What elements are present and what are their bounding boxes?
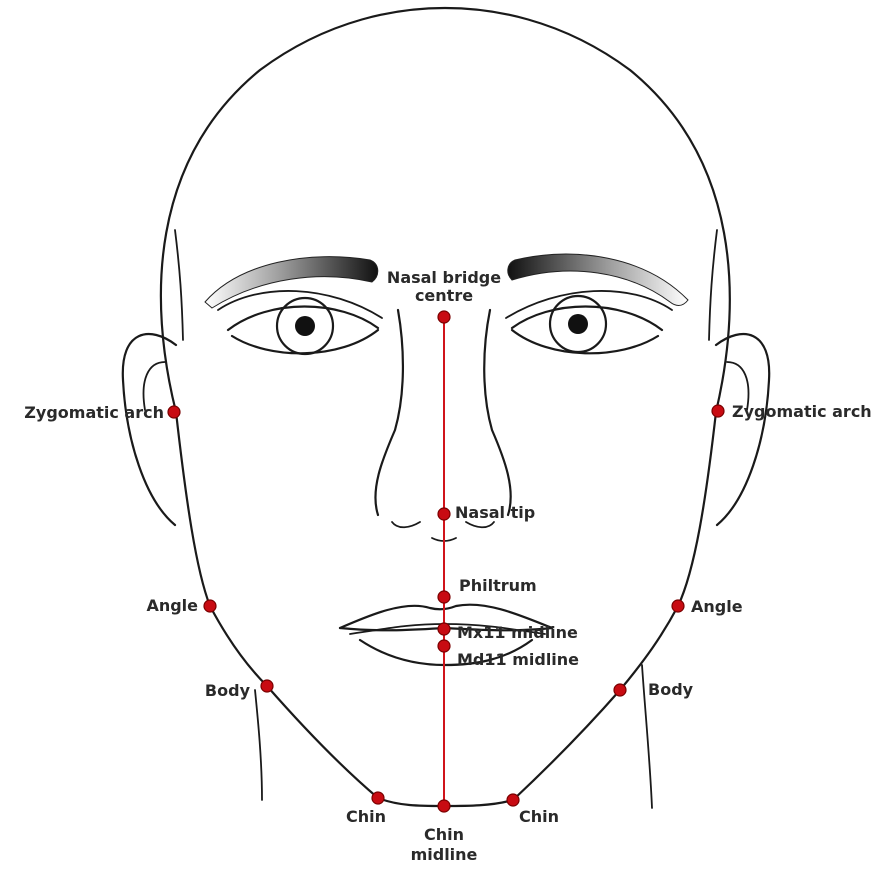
label-chin-right: Chin	[519, 807, 559, 826]
left-upper-lid-crease	[218, 291, 382, 318]
nostril-left	[392, 522, 420, 527]
landmark-md11-midline	[438, 640, 450, 652]
head-outline	[161, 8, 730, 412]
label-body-left: Body	[205, 681, 251, 700]
right-temple-line	[709, 230, 717, 340]
right-eyebrow	[508, 254, 688, 305]
right-eye-lower	[512, 330, 658, 353]
right-upper-lid-crease	[506, 291, 672, 318]
label-nasal-bridge-line2: centre	[415, 286, 473, 305]
landmark-angle-right	[672, 600, 684, 612]
landmark-angle-left	[204, 600, 216, 612]
landmark-zygomatic-arch-left	[168, 406, 180, 418]
landmark-chin-left	[372, 792, 384, 804]
label-body-right: Body	[648, 680, 694, 699]
landmark-nasal-tip	[438, 508, 450, 520]
label-angle-right: Angle	[691, 597, 743, 616]
right-pupil	[568, 314, 588, 334]
landmark-body-left	[261, 680, 273, 692]
landmark-body-right	[614, 684, 626, 696]
label-md11-midline: Md11 midline	[457, 650, 579, 669]
label-nasal-tip: Nasal tip	[455, 503, 535, 522]
nostril-right	[466, 522, 494, 527]
right-ear	[716, 334, 769, 525]
left-temple-line	[175, 230, 183, 340]
label-zygomatic-arch-left: Zygomatic arch	[24, 403, 164, 422]
landmark-chin-right	[507, 794, 519, 806]
label-nasal-bridge-line1: Nasal bridge	[387, 268, 501, 287]
left-neck-line	[255, 690, 262, 800]
landmark-philtrum	[438, 591, 450, 603]
label-chin-midline-line1: Chin	[424, 825, 464, 844]
left-pupil	[295, 316, 315, 336]
landmark-zygomatic-arch-right	[712, 405, 724, 417]
label-chin-left: Chin	[346, 807, 386, 826]
left-ear	[123, 334, 176, 525]
label-philtrum: Philtrum	[459, 576, 537, 595]
label-angle-left: Angle	[146, 596, 198, 615]
landmark-mx11-midline	[438, 623, 450, 635]
label-mx11-midline: Mx11 midline	[457, 623, 578, 642]
landmark-nasal-bridge-centre	[438, 311, 450, 323]
nose-left-side	[375, 310, 403, 515]
landmark-chin-midline	[438, 800, 450, 812]
nose-right-side	[484, 310, 510, 515]
label-chin-midline-line2: midline	[411, 845, 478, 864]
label-zygomatic-arch-right: Zygomatic arch	[732, 402, 872, 421]
